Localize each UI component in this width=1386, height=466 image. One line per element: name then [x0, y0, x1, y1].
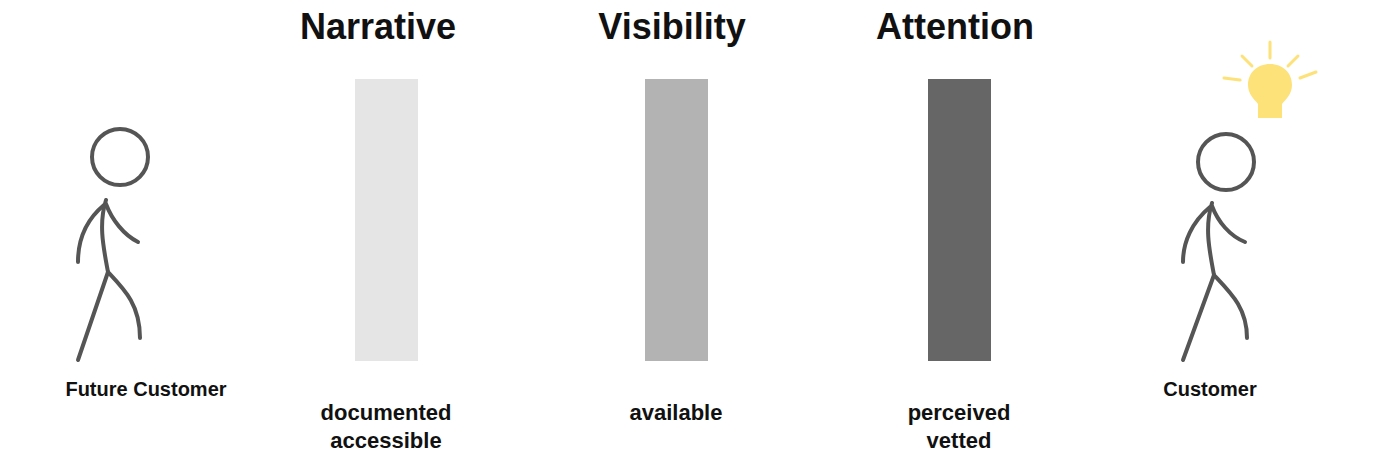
- stick-figure: [78, 129, 148, 360]
- figure-label: Future Customer: [65, 378, 226, 401]
- stage-bar: [928, 79, 991, 361]
- stage-caption: available: [606, 399, 746, 427]
- figure-label: Customer: [1163, 378, 1256, 401]
- stage-column: Attentionperceived vetted: [869, 0, 1049, 466]
- stage-heading: Visibility: [582, 6, 762, 48]
- stage-heading: Attention: [865, 6, 1045, 48]
- stage-bar: [355, 79, 418, 361]
- stage-caption: perceived vetted: [889, 399, 1029, 455]
- stage-heading: Narrative: [288, 6, 468, 48]
- stage-bar: [645, 79, 708, 361]
- stage-column: Visibilityavailable: [586, 0, 766, 466]
- lightbulb-icon: [1224, 42, 1316, 118]
- stick-figure: [1183, 134, 1254, 360]
- stage-column: Narrativedocumented accessible: [296, 0, 476, 466]
- stage-caption: documented accessible: [316, 399, 456, 455]
